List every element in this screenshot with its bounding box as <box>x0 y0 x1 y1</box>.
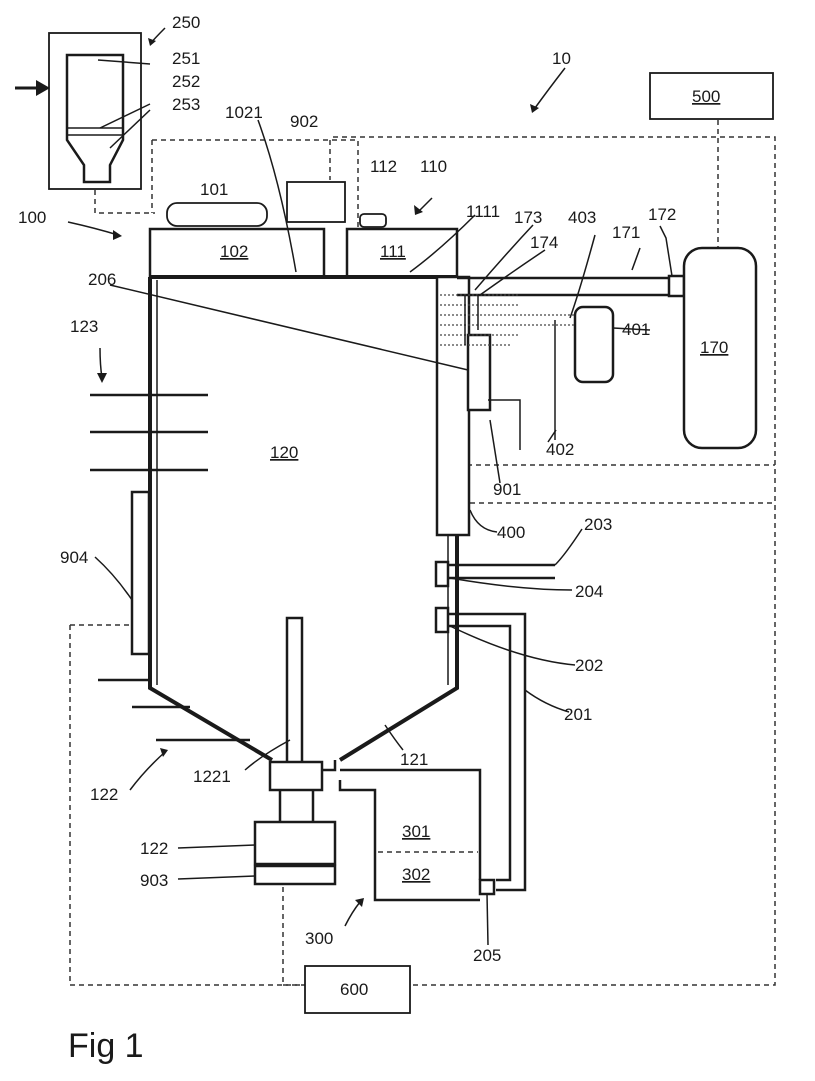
label-102: 102 <box>220 242 248 261</box>
label-110: 110 <box>420 157 447 176</box>
label-301: 301 <box>402 822 430 841</box>
label-120: 120 <box>270 443 298 462</box>
label-206: 206 <box>88 270 116 289</box>
label-253: 253 <box>172 95 200 114</box>
label-111: 111 <box>380 242 406 261</box>
label-300: 300 <box>305 929 333 948</box>
label-204: 204 <box>575 582 603 601</box>
label-252: 252 <box>172 72 200 91</box>
label-903: 903 <box>140 871 168 890</box>
label-403: 403 <box>568 208 596 227</box>
label-121: 121 <box>400 750 428 769</box>
label-1021: 1021 <box>225 103 263 122</box>
label-172: 172 <box>648 205 676 224</box>
label-100: 100 <box>18 208 46 227</box>
label-1111: 1111 <box>466 202 500 221</box>
label-251: 251 <box>172 49 200 68</box>
vessel-120 <box>90 182 520 884</box>
label-10: 10 <box>552 49 571 68</box>
label-250: 250 <box>172 13 200 32</box>
label-201: 201 <box>564 705 592 724</box>
label-203: 203 <box>584 515 612 534</box>
label-500: 500 <box>692 87 720 106</box>
leader-lines <box>68 68 672 945</box>
label-122-fins: 122 <box>90 785 118 804</box>
label-173: 173 <box>514 208 542 227</box>
label-901: 901 <box>493 480 521 499</box>
label-171: 171 <box>612 223 640 242</box>
figure-caption: Fig 1 <box>68 1027 144 1065</box>
hopper-250 <box>15 28 165 189</box>
label-101: 101 <box>200 180 228 199</box>
label-902: 902 <box>290 112 318 131</box>
label-112: 112 <box>370 157 397 176</box>
label-122-pump: 122 <box>140 839 168 858</box>
label-904: 904 <box>60 548 88 567</box>
label-174: 174 <box>530 233 558 252</box>
label-170: 170 <box>700 338 728 357</box>
label-202: 202 <box>575 656 603 675</box>
label-302: 302 <box>402 865 430 884</box>
label-1221: 1221 <box>193 767 231 786</box>
label-400: 400 <box>497 523 525 542</box>
loop-300 <box>340 562 555 900</box>
label-123: 123 <box>70 317 98 336</box>
label-205: 205 <box>473 946 501 965</box>
label-402: 402 <box>546 440 574 459</box>
label-401: 401 <box>622 320 650 339</box>
label-600: 600 <box>340 980 368 999</box>
